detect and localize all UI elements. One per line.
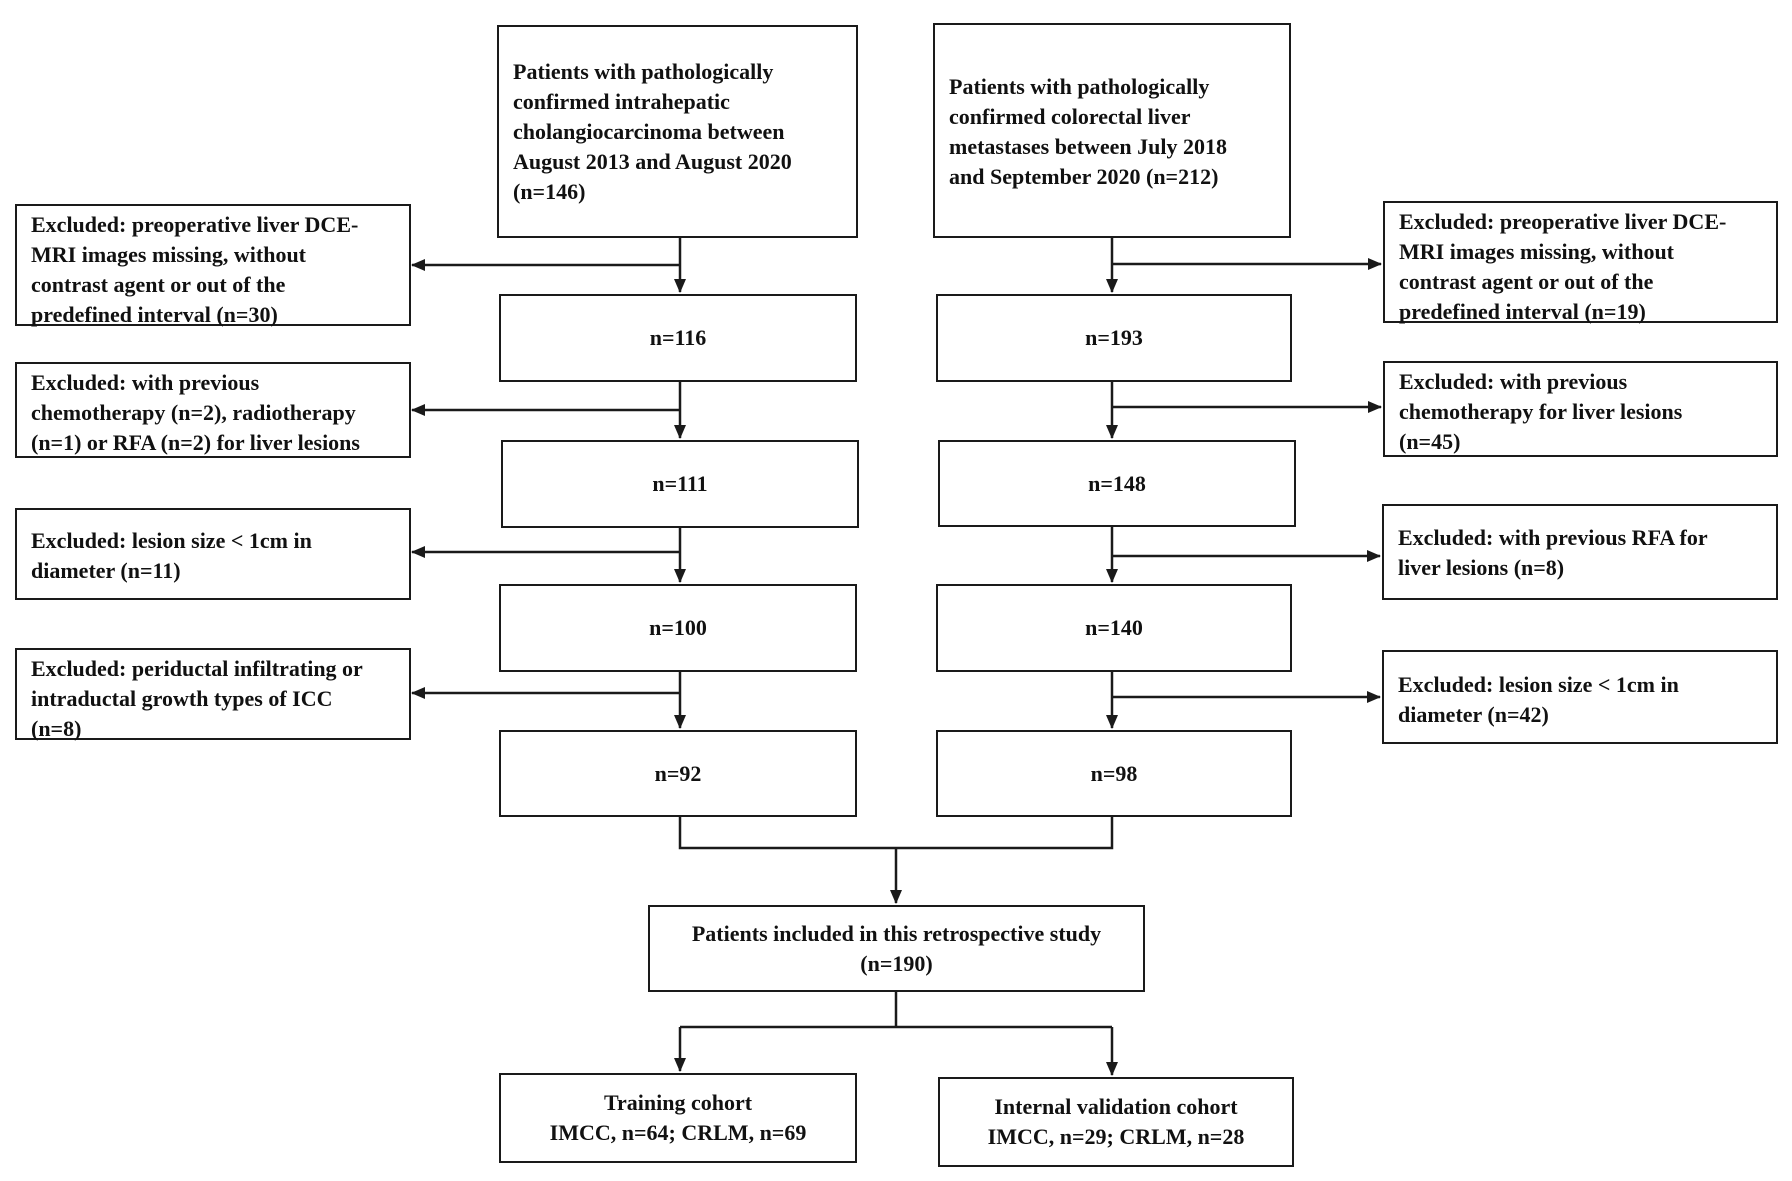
validation-cohort-box: Internal validation cohort IMCC, n=29; C… <box>938 1077 1294 1167</box>
exclusion-line: predefined interval (n=19) <box>1399 299 1646 324</box>
icc-count-label: n=92 <box>654 760 702 786</box>
crlm-source-line: metastases between July 2018 <box>949 134 1228 159</box>
crlm-exclusion-box-1: Excluded: preoperative liver DCE- MRI im… <box>1383 201 1778 324</box>
exclusion-line: contrast agent or out of the <box>31 272 286 297</box>
exclusion-line: intraductal growth types of ICC <box>31 686 333 711</box>
training-title: Training cohort <box>603 1090 753 1115</box>
exclusion-line: chemotherapy for liver lesions <box>1399 399 1683 424</box>
icc-source-line: Patients with pathologically <box>513 59 774 84</box>
exclusion-line: MRI images missing, without <box>31 242 307 267</box>
icc-count-label: n=100 <box>649 615 707 640</box>
icc-source-line: cholangiocarcinoma between <box>513 119 785 144</box>
exclusion-line: (n=45) <box>1399 429 1461 454</box>
crlm-count-box-1: n=193 <box>936 294 1292 382</box>
split-connector <box>680 992 1112 1029</box>
crlm-source-line: and September 2020 (n=212) <box>949 164 1219 189</box>
exclusion-line: Excluded: preoperative liver DCE- <box>31 212 359 237</box>
icc-count-box-1: n=116 <box>499 294 857 382</box>
exclusion-line: Excluded: lesion size < 1cm in <box>1398 672 1679 697</box>
crlm-source-line: confirmed colorectal liver <box>949 104 1191 129</box>
crlm-count-label: n=98 <box>1090 760 1138 786</box>
crlm-exclusion-box-3: Excluded: with previous RFA for liver le… <box>1382 504 1778 600</box>
exclusion-line: MRI images missing, without <box>1399 239 1675 264</box>
icc-source-box: Patients with pathologically confirmed i… <box>497 25 858 238</box>
exclusion-line: contrast agent or out of the <box>1399 269 1654 294</box>
included-title: Patients included in this retrospective … <box>691 920 1102 946</box>
icc-exclusion-box-4: Excluded: periductal infiltrating or int… <box>15 648 411 741</box>
merge-connector <box>678 817 1114 850</box>
exclusion-line: Excluded: lesion size < 1cm in <box>31 528 312 553</box>
crlm-exclusion-box-2: Excluded: with previous chemotherapy for… <box>1383 361 1778 457</box>
crlm-source-box: Patients with pathologically confirmed c… <box>933 23 1291 238</box>
exclusion-line: Excluded: with previous RFA for <box>1398 525 1708 550</box>
exclusion-line: Excluded: with previous <box>1399 369 1628 394</box>
icc-count-box-3: n=100 <box>499 584 857 672</box>
exclusion-line: Excluded: periductal infiltrating or <box>31 656 363 681</box>
icc-exclusion-box-2: Excluded: with previous chemotherapy (n=… <box>15 362 411 458</box>
training-cohort-box: Training cohort IMCC, n=64; CRLM, n=69 <box>499 1073 857 1163</box>
crlm-count-label: n=193 <box>1085 325 1143 350</box>
icc-exclusion-box-1: Excluded: preoperative liver DCE- MRI im… <box>15 204 411 327</box>
crlm-count-label: n=148 <box>1088 470 1146 496</box>
icc-exclusion-box-3: Excluded: lesion size < 1cm in diameter … <box>15 508 411 600</box>
training-detail: IMCC, n=64; CRLM, n=69 <box>549 1120 807 1145</box>
included-box: Patients included in this retrospective … <box>648 905 1145 992</box>
exclusion-line: diameter (n=42) <box>1398 702 1549 727</box>
exclusion-line: (n=1) or RFA (n=2) for liver lesions <box>31 430 360 455</box>
crlm-exclusion-box-4: Excluded: lesion size < 1cm in diameter … <box>1382 650 1778 744</box>
icc-source-line: confirmed intrahepatic <box>513 89 730 114</box>
exclusion-line: liver lesions (n=8) <box>1398 555 1565 580</box>
crlm-count-box-3: n=140 <box>936 584 1292 672</box>
exclusion-line: (n=8) <box>31 716 82 741</box>
exclusion-line: Excluded: preoperative liver DCE- <box>1399 209 1727 234</box>
exclusion-line: chemotherapy (n=2), radiotherapy <box>31 400 356 425</box>
icc-count-box-2: n=111 <box>501 440 859 528</box>
crlm-count-box-4: n=98 <box>936 730 1292 817</box>
exclusion-line: diameter (n=11) <box>31 558 181 583</box>
icc-source-line: (n=146) <box>513 179 586 204</box>
crlm-source-line: Patients with pathologically <box>949 74 1210 99</box>
validation-detail: IMCC, n=29; CRLM, n=28 <box>987 1124 1245 1149</box>
validation-title: Internal validation cohort <box>994 1094 1238 1119</box>
icc-source-line: August 2013 and August 2020 <box>513 149 792 174</box>
exclusion-line: Excluded: with previous <box>31 370 260 395</box>
exclusion-line: predefined interval (n=30) <box>31 302 278 327</box>
icc-count-label: n=116 <box>649 325 707 350</box>
icc-count-label: n=111 <box>652 471 708 496</box>
icc-count-box-4: n=92 <box>499 730 857 817</box>
included-count: (n=190) <box>860 950 933 976</box>
crlm-count-label: n=140 <box>1085 615 1143 640</box>
crlm-count-box-2: n=148 <box>938 440 1296 527</box>
